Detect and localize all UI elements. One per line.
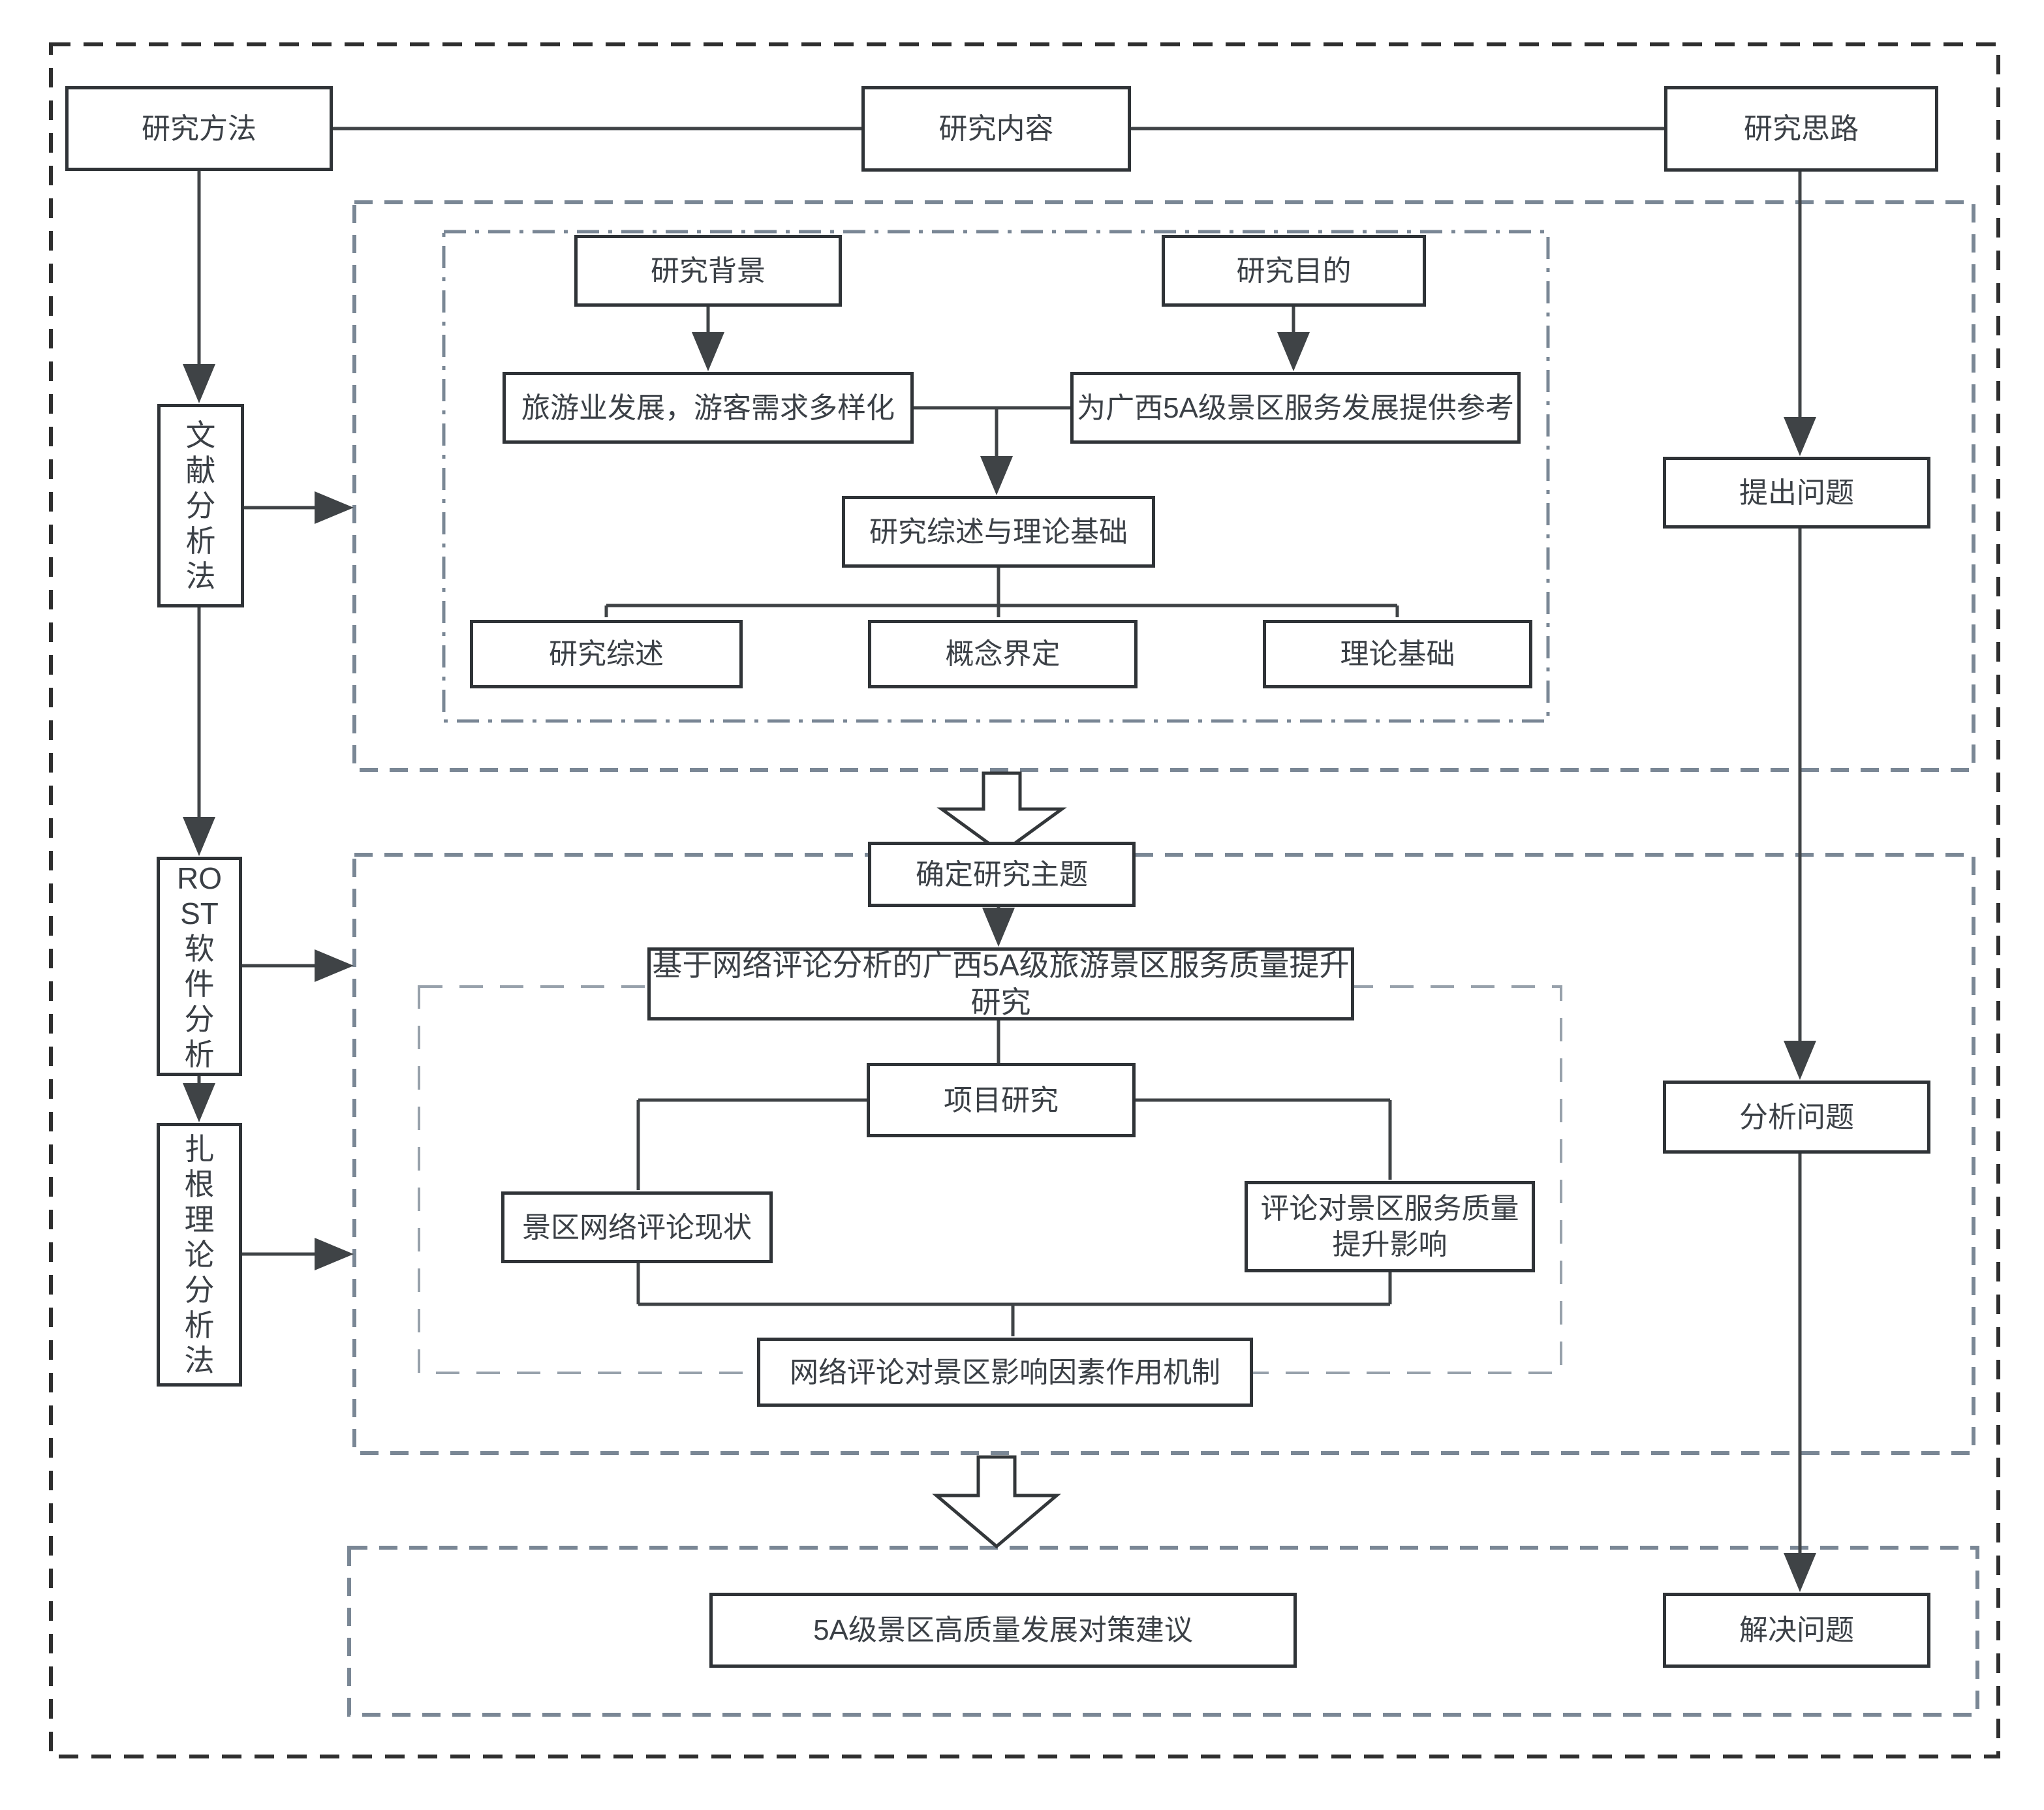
box-solve-question: 解决问题 <box>1663 1593 1930 1668</box>
box-thesis: 基于网络评论分析的广西5A级旅游景区服务质量提升研究 <box>647 947 1354 1020</box>
box-analyze-question: 分析问题 <box>1663 1081 1930 1154</box>
box-grounded-theory: 扎 根 理 论 分 析 法 <box>157 1123 242 1387</box>
box-topic: 确定研究主题 <box>868 842 1136 907</box>
connectors <box>183 127 1816 1592</box>
container-section1-inner <box>442 230 1550 723</box>
box-mechanism: 网络评论对景区影响因素作用机制 <box>757 1338 1253 1407</box>
block-arrow-section2-to-section3 <box>932 1455 1061 1549</box>
container-section1 <box>352 200 1975 772</box>
box-review-status: 景区网络评论现状 <box>501 1191 773 1263</box>
box-review: 研究综述 <box>470 620 743 688</box>
box-concept: 概念界定 <box>868 620 1138 688</box>
box-research-content: 研究内容 <box>861 86 1131 172</box>
box-impact: 评论对景区服务质量 提升影响 <box>1245 1181 1535 1272</box>
box-raise-question: 提出问题 <box>1663 457 1930 529</box>
box-project: 项目研究 <box>867 1063 1136 1137</box>
box-background-detail: 旅游业发展，游客需求多样化 <box>503 372 914 444</box>
box-review-theory: 研究综述与理论基础 <box>842 496 1155 568</box>
block-arrows <box>932 771 1067 1549</box>
box-theory: 理论基础 <box>1263 620 1532 688</box>
box-suggestion: 5A级景区高质量发展对策建议 <box>709 1593 1297 1668</box>
box-research-approach: 研究思路 <box>1664 86 1938 172</box>
box-research-method: 研究方法 <box>65 86 333 171</box>
container-outer-border <box>49 42 2000 1758</box>
box-research-background: 研究背景 <box>574 235 842 307</box>
box-literature-analysis: 文 献 分 析 法 <box>157 404 244 607</box>
container-section3 <box>347 1546 1979 1717</box>
box-rost-analysis: RO ST 软 件 分 析 <box>157 857 242 1076</box>
box-purpose-detail: 为广西5A级景区服务发展提供参考 <box>1070 372 1521 444</box>
block-arrow-section1-to-section2 <box>937 771 1067 855</box>
box-research-purpose: 研究目的 <box>1162 235 1426 307</box>
